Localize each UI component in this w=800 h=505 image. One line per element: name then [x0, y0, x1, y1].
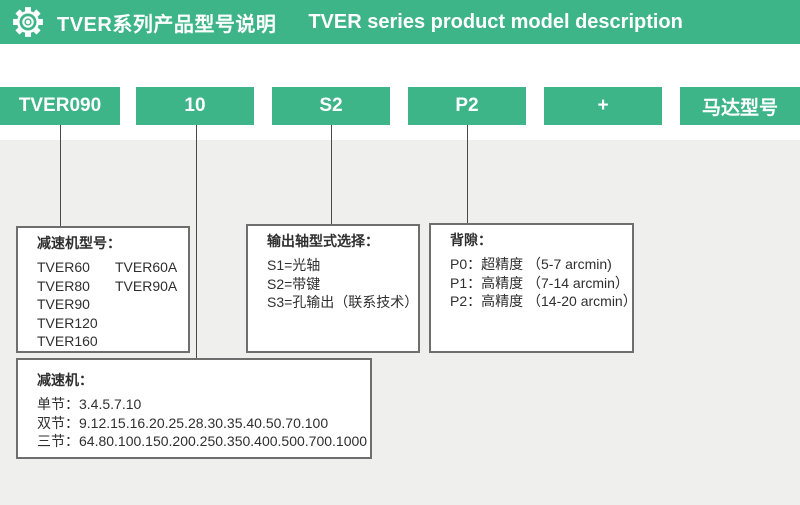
- list-item: S1=光轴: [267, 257, 321, 273]
- header-bar: TVER系列产品型号说明 TVER series product model d…: [0, 0, 800, 44]
- model-segment-shaft: S2: [272, 87, 390, 125]
- list-item: TVER80 TVER90A: [37, 277, 182, 296]
- info-box-reducer-ratios: 减速机： 单节：3.4.5.7.10 双节：9.12.15.16.20.25.2…: [16, 358, 372, 459]
- list-item: TVER120: [37, 314, 182, 333]
- connector-line-backlash: [467, 125, 468, 223]
- connector-line-ratio: [196, 125, 197, 358]
- box-title: 背隙：: [450, 232, 492, 248]
- model-name: TVER90A: [115, 277, 178, 294]
- list-item: S2=带键: [267, 275, 321, 292]
- box-title: 输出轴型式选择：: [267, 233, 379, 249]
- list-item: 单节：3.4.5.7.10: [37, 396, 142, 412]
- list-item: 双节：9.12.15.16.20.25.28.30.35.40.50.70.10…: [37, 414, 329, 431]
- list-item: S3=孔输出（联系技术）: [267, 294, 419, 310]
- model-segment-series: TVER090: [0, 87, 120, 125]
- list-item: P2：高精度 （14-20 arcmin）: [450, 293, 634, 309]
- model-segment-plus: +: [544, 87, 662, 125]
- model-name: TVER60A: [115, 259, 178, 275]
- page-title-zh: TVER系列产品型号说明: [57, 13, 277, 36]
- model-name: TVER160: [37, 333, 98, 349]
- model-segment-ratio: 10: [136, 87, 254, 125]
- model-name: TVER80: [37, 277, 90, 294]
- list-item: P0：超精度 （5-7 arcmin): [450, 256, 612, 272]
- model-name: TVER120: [37, 314, 98, 331]
- connector-line-shaft: [331, 125, 332, 224]
- connector-line-series: [60, 125, 61, 226]
- info-box-output-shaft: 输出轴型式选择： S1=光轴 S2=带键 S3=孔输出（联系技术）: [246, 224, 420, 353]
- info-box-backlash: 背隙： P0：超精度 （5-7 arcmin) P1：高精度 （7-14 arc…: [429, 223, 634, 353]
- list-item: 三节：64.80.100.150.200.250.350.400.500.700…: [37, 433, 368, 449]
- list-item: TVER90: [37, 295, 182, 314]
- list-item: P1：高精度 （7-14 arcmin）: [450, 274, 629, 291]
- list-item: TVER160: [37, 332, 182, 351]
- info-box-gearbox-model: 减速机型号： TVER60 TVER60A TVER80 TVER90A TVE…: [16, 226, 190, 353]
- box-title: 减速机型号：: [37, 235, 121, 251]
- model-segment-backlash: P2: [408, 87, 526, 125]
- page-title-en: TVER series product model description: [308, 10, 683, 33]
- model-segment-motor: 马达型号: [680, 87, 800, 125]
- model-name: TVER60: [37, 259, 90, 275]
- model-name: TVER90: [37, 296, 90, 312]
- gear-icon: [13, 7, 43, 37]
- list-item: TVER60 TVER60A: [37, 258, 182, 277]
- box-title: 减速机：: [37, 372, 93, 388]
